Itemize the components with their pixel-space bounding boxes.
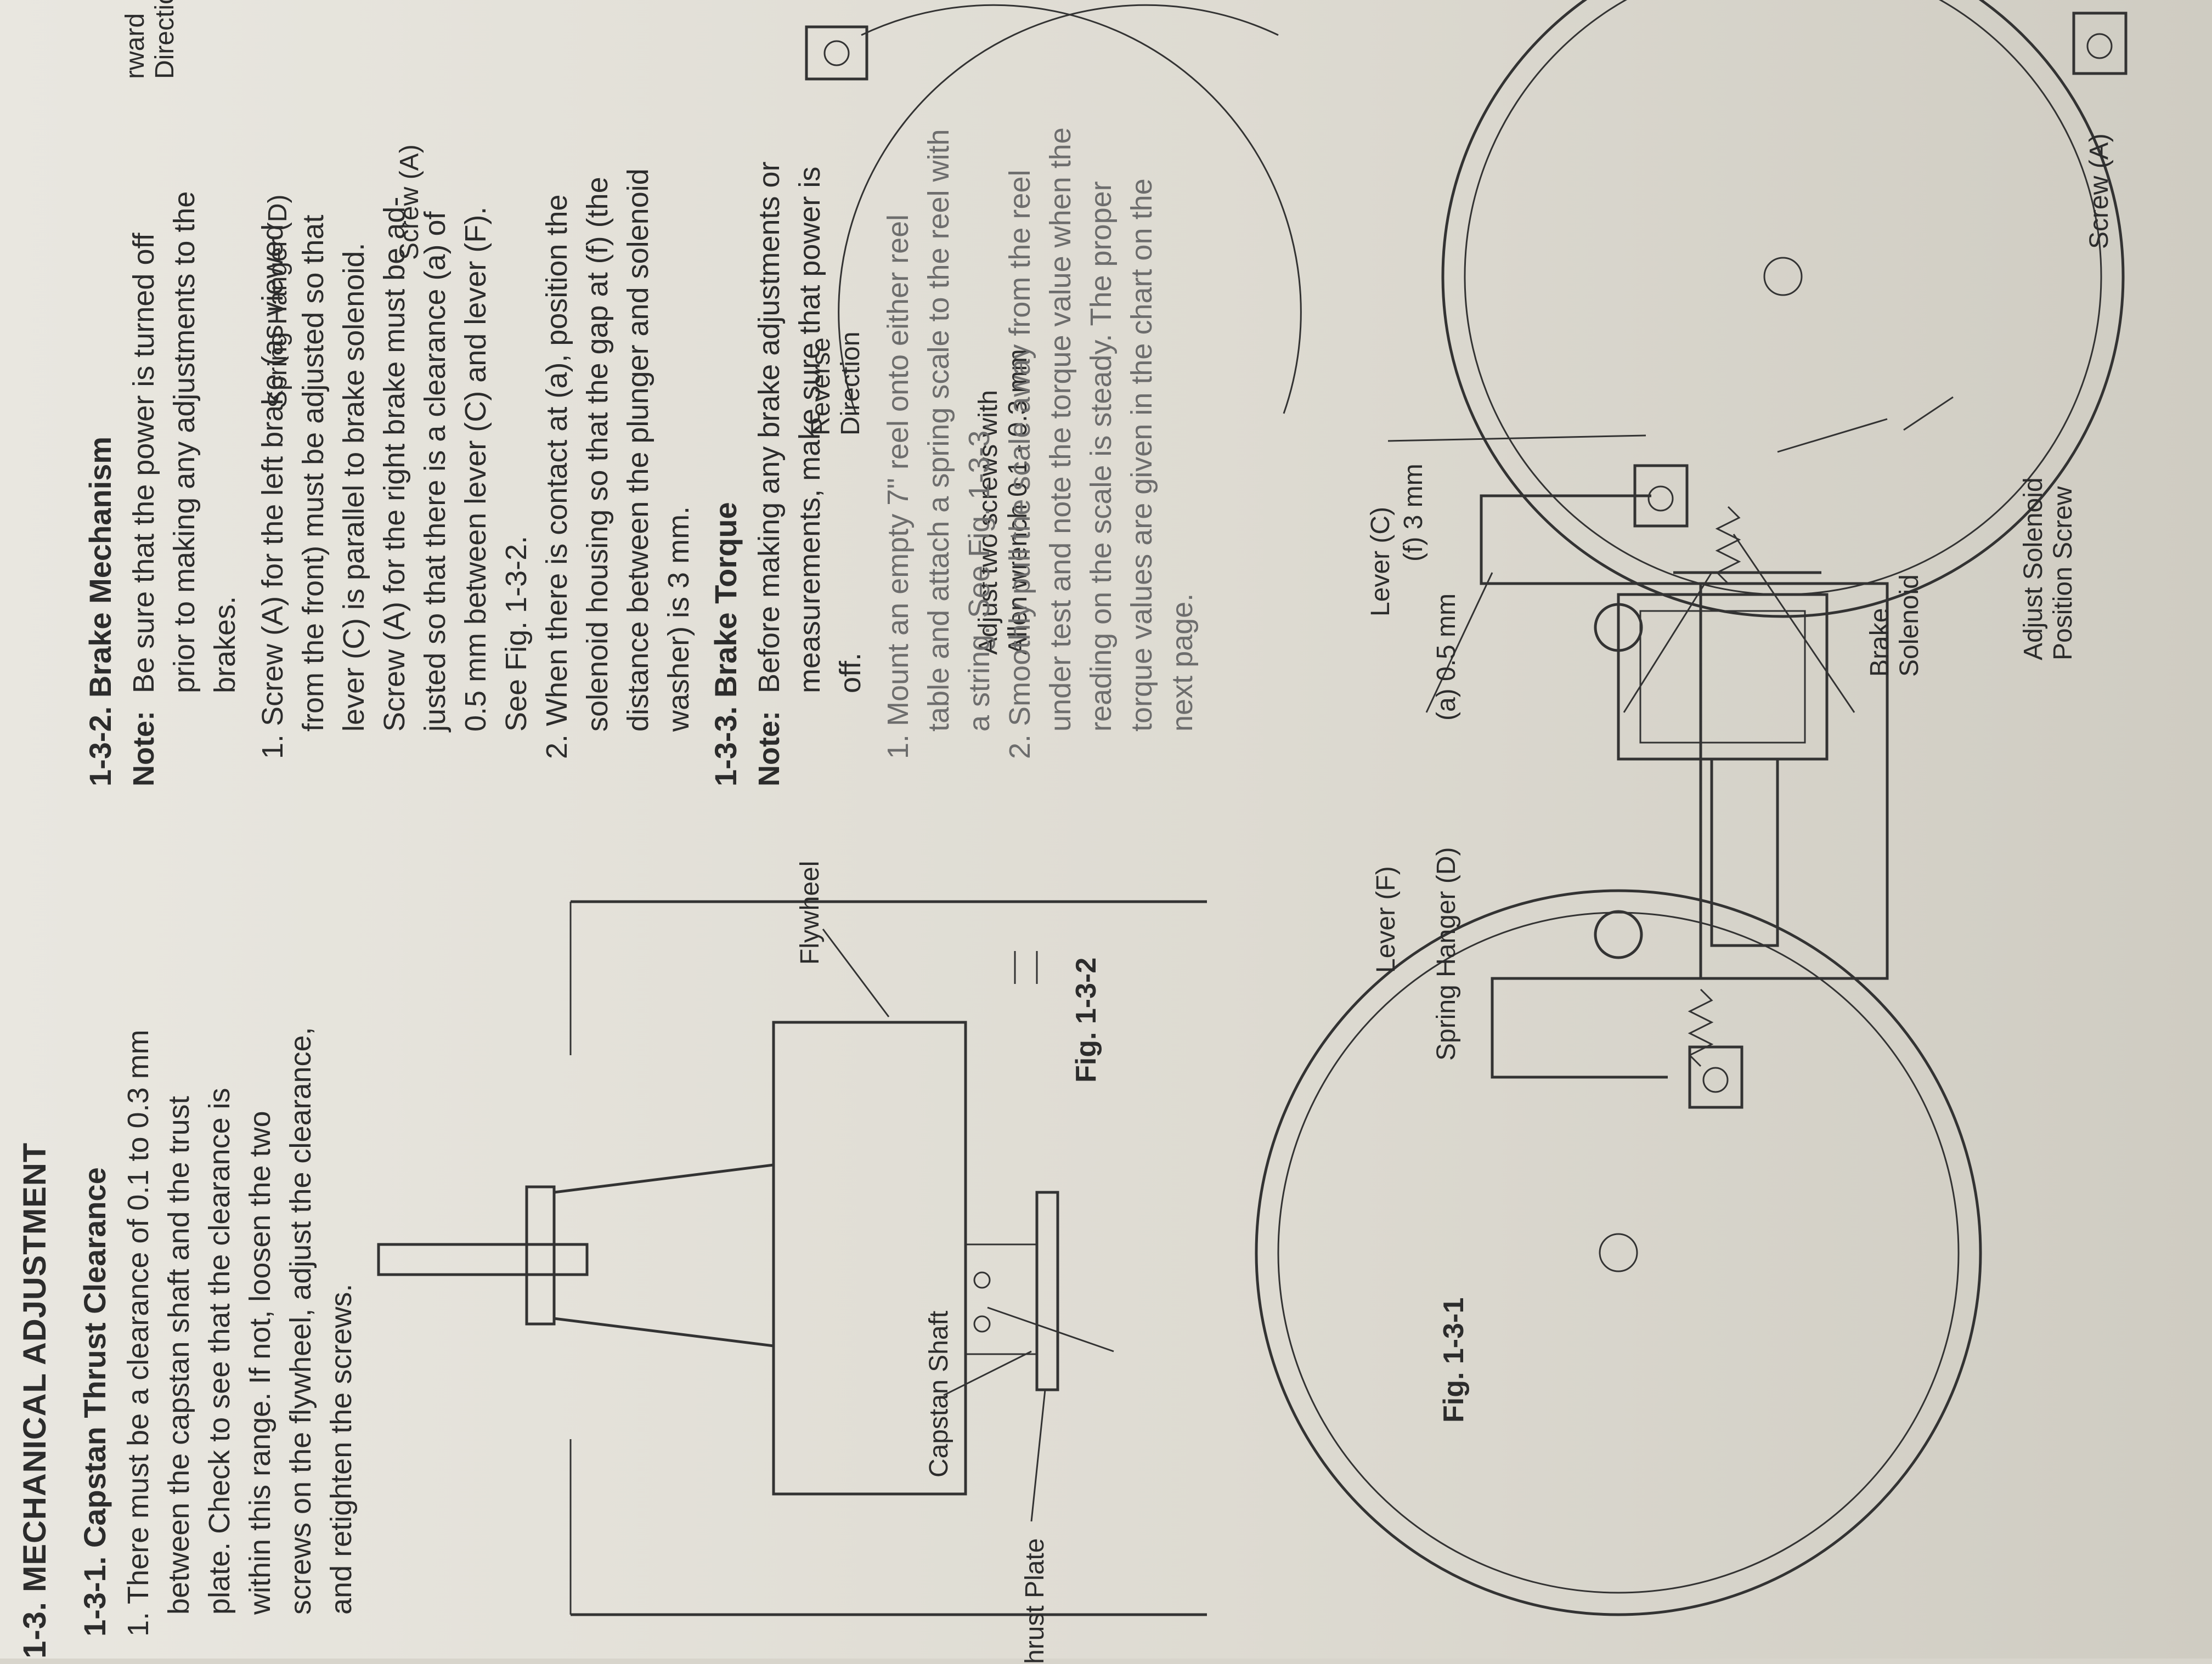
allen-screw-2-icon	[973, 1271, 991, 1289]
section-1-3-2-title: 1-3-2. Brake Mechanism	[83, 436, 117, 786]
right-screw-a-box	[2072, 12, 2128, 75]
label-capstan-shaft: Capstan Shaft	[924, 1310, 953, 1478]
label-flywheel: Flywheel	[795, 861, 825, 965]
label-reverse-direction: Reverse Direction	[806, 331, 865, 435]
section-1-3-3-steps: 1. Mount an empty 7'' reel onto either r…	[882, 127, 1199, 759]
capstan-shaft-shape	[377, 1243, 589, 1276]
note-1-3-2: Note: Be sure that the power is turned o…	[123, 19, 245, 786]
label-spring-hanger-left: Spring Hanger (D)	[263, 194, 292, 408]
left-pivot-icon	[1594, 910, 1643, 959]
left-spring-shape	[1688, 988, 1714, 1067]
label-screw-a-right: Screw (A)	[2085, 133, 2114, 249]
left-reel-shape	[1255, 889, 1982, 1616]
brake-frame-shape	[1480, 494, 1702, 1079]
label-thrust-plate: hrust Plate	[1020, 1538, 1049, 1664]
right-spring-shape	[1715, 506, 1741, 585]
left-reel-hub	[1599, 1233, 1638, 1272]
left-hanger-screw-box	[1688, 1045, 1743, 1109]
label-spring-hanger-right: Spring Hanger (D)	[1432, 847, 1461, 1061]
section-1-3-3-title: 1-3-3. Brake Torque	[708, 502, 743, 786]
thrust-plate-shape	[1035, 1191, 1059, 1391]
fig-1-3-1-caption: Fig. 1-3-1	[1438, 1297, 1470, 1423]
fig-1-3-2-caption: Fig. 1-3-2	[1070, 957, 1102, 1083]
label-lever-c: Lever (C)	[1366, 506, 1395, 616]
solenoid-plunger-shape	[1710, 757, 1779, 947]
right-screw-a-icon	[2086, 33, 2113, 59]
section-1-3-2-steps: 1. Screw (A) for the left brake (as view…	[256, 168, 695, 759]
note-label: Note:	[127, 711, 160, 786]
label-clearance-a: (a) 0.5 mm	[1432, 593, 1461, 721]
right-hanger-screw-box	[1633, 464, 1689, 528]
flywheel-hub-shape	[964, 1243, 1038, 1355]
right-pivot-icon	[1594, 603, 1643, 652]
label-gap-f: (f) 3 mm	[1399, 463, 1428, 562]
right-hanger-screw-icon	[1647, 485, 1674, 512]
allen-screw-1-icon	[973, 1315, 991, 1333]
left-hanger-screw-icon	[1702, 1067, 1729, 1093]
right-reel-hub	[1763, 257, 1803, 296]
fig-1-3-1-drawing	[377, 900, 1207, 1616]
label-adjust-solenoid-screw: Adjust Solenoid Position Screw	[2019, 477, 2078, 660]
note-label: Note:	[753, 711, 786, 786]
label-brake-solenoid: Brake Solenoid	[1865, 574, 1924, 677]
label-lever-f: Lever (F)	[1372, 866, 1401, 973]
solenoid-housing-shape	[1617, 593, 1829, 761]
label-forward-direction: rward Direction	[121, 0, 179, 79]
bearing-collar-shape	[525, 1185, 556, 1326]
label-screw-a-left: Screw (A)	[395, 144, 424, 260]
